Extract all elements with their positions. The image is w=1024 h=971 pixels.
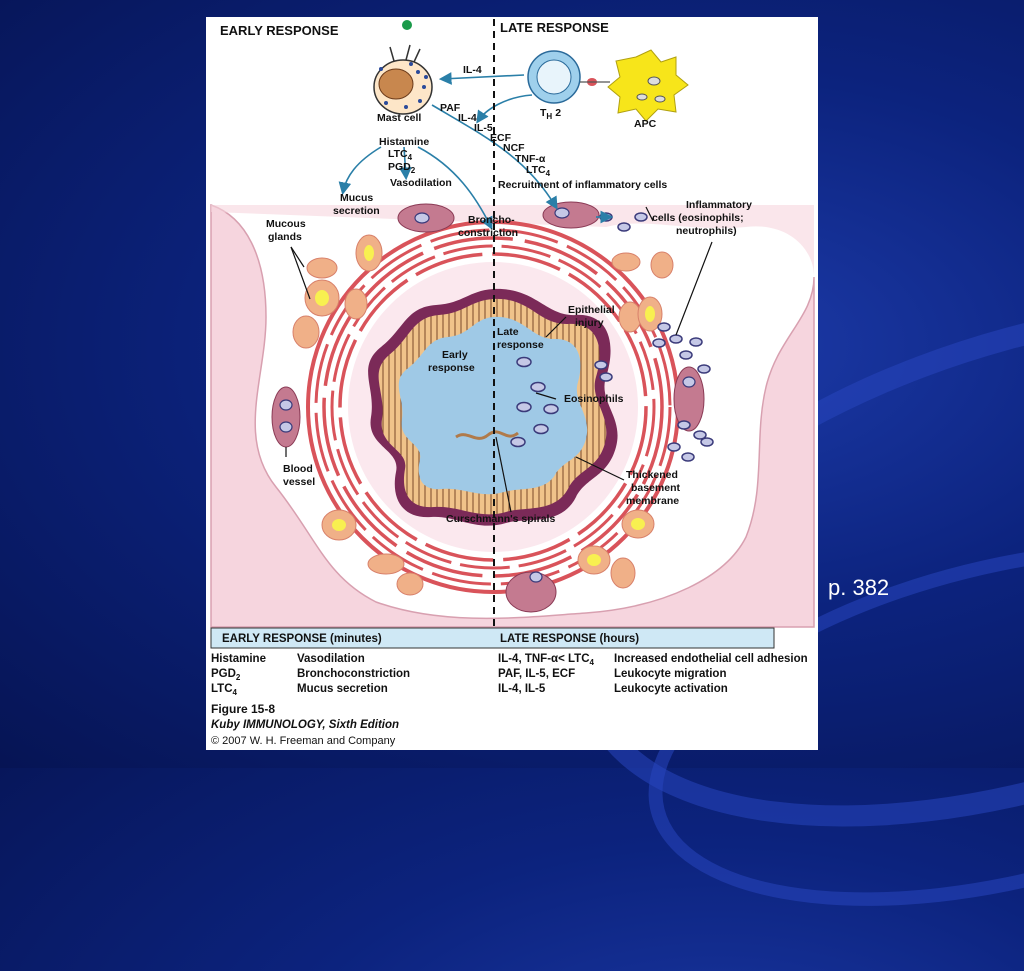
table-row: IL-4, IL-5 [498, 683, 546, 695]
table-row-effect: Increased endothelial cell adhesion [614, 653, 808, 665]
blood-vessel-label-2: vessel [283, 476, 315, 488]
airway-lumen [398, 316, 588, 495]
histamine-label: Histamine [379, 136, 429, 148]
inflammatory-label-3: neutrophils) [676, 225, 737, 237]
page-reference: p. 382 [828, 575, 890, 600]
broncho-label-2: constriction [458, 227, 518, 239]
ltc4-label: LTC4 [388, 148, 413, 162]
inflammatory-label-2: cells (eosinophils; [652, 212, 744, 224]
table-row-effect: Bronchoconstriction [297, 668, 410, 680]
late-response-header: LATE RESPONSE [500, 20, 609, 35]
asthma-response-figure: EARLY RESPONSE LATE RESPONSE Mast cell T… [206, 17, 818, 750]
pgd2-label: PGD2 [388, 161, 416, 175]
table-row-effect: Mucus secretion [297, 683, 388, 695]
signal-arrows [338, 72, 614, 230]
mucous-glands-label-1: Mucous [266, 218, 306, 230]
paf-label: PAF [440, 102, 461, 114]
th2-cell [527, 50, 581, 104]
book-title: Kuby IMMUNOLOGY, Sixth Edition [211, 719, 399, 731]
table-late-title: LATE RESPONSE (hours) [500, 633, 639, 645]
gland-lumens [315, 245, 655, 566]
late-response-label-2: response [497, 339, 544, 351]
early-response-header: EARLY RESPONSE [220, 23, 339, 38]
table-late-rows: IL-4, TNF-α< LTC4 Increased endothelial … [498, 653, 808, 695]
il4-top-label: IL-4 [463, 64, 482, 76]
pointer-lines [285, 206, 713, 513]
il4-label: IL-4 [458, 112, 477, 124]
curschmann-spiral-shape [455, 430, 519, 440]
mucous-glands-label-2: glands [268, 231, 302, 243]
thickened-label-2: basement [631, 482, 681, 494]
mucus-label-1: Mucus [340, 192, 373, 204]
table-row: LTC4 [211, 683, 238, 697]
vasodilation-label: Vasodilation [390, 177, 452, 189]
mucus-label-2: secretion [333, 205, 380, 217]
tissue-background [210, 203, 815, 628]
epithelial-label-1: Epithelial [568, 304, 615, 316]
apc-cell [580, 49, 689, 122]
early-response-label-2: response [428, 362, 475, 374]
table-row-effect: Leukocyte activation [614, 683, 728, 695]
tissue-top [211, 205, 814, 277]
table-row-effect: Leukocyte migration [614, 668, 726, 680]
blood-vessels [271, 201, 705, 613]
lumen-eosinophils [510, 356, 559, 448]
ltc4-late-label: LTC4 [526, 164, 551, 178]
table-early-rows: Histamine Vasodilation PGD2 Bronchoconst… [211, 653, 410, 697]
vessel-cells [279, 207, 696, 583]
copyright: © 2007 W. H. Freeman and Company [211, 735, 396, 747]
recruitment-label: Recruitment of inflammatory cells [498, 179, 667, 191]
figure-number: Figure 15-8 [211, 702, 275, 716]
table-early-title: EARLY RESPONSE (minutes) [222, 633, 382, 645]
mast-cell [373, 20, 433, 115]
il5-label: IL-5 [474, 122, 493, 134]
ecf-label: ECF [490, 132, 512, 144]
table-row: PGD2 [211, 668, 241, 682]
blood-vessel-label-1: Blood [283, 463, 313, 475]
curschmann-label: Curschmann's spirals [446, 513, 555, 525]
table-row: Histamine [211, 653, 266, 665]
table-row: IL-4, TNF-α< LTC4 [498, 653, 595, 667]
tnf-label: TNF-α [515, 153, 546, 165]
broncho-label-1: Broncho- [468, 214, 515, 226]
table-row-effect: Vasodilation [297, 653, 365, 665]
table-row: PAF, IL-5, ECF [498, 668, 575, 680]
inflammatory-label-1: Inflammatory [686, 199, 752, 211]
mast-cell-label: Mast cell [377, 112, 421, 124]
apc-label: APC [634, 118, 657, 130]
thickened-label-1: Thickened [626, 469, 678, 481]
table-header-bar [210, 627, 775, 649]
thickened-label-3: membrane [626, 495, 679, 507]
late-response-label-1: Late [497, 326, 519, 338]
figure-svg: EARLY RESPONSE LATE RESPONSE Mast cell T… [210, 19, 815, 747]
ncf-label: NCF [503, 142, 525, 154]
epithelial-label-2: injury [575, 317, 604, 329]
early-response-label-1: Early [442, 349, 468, 361]
eosinophils-label: Eosinophils [564, 393, 624, 405]
